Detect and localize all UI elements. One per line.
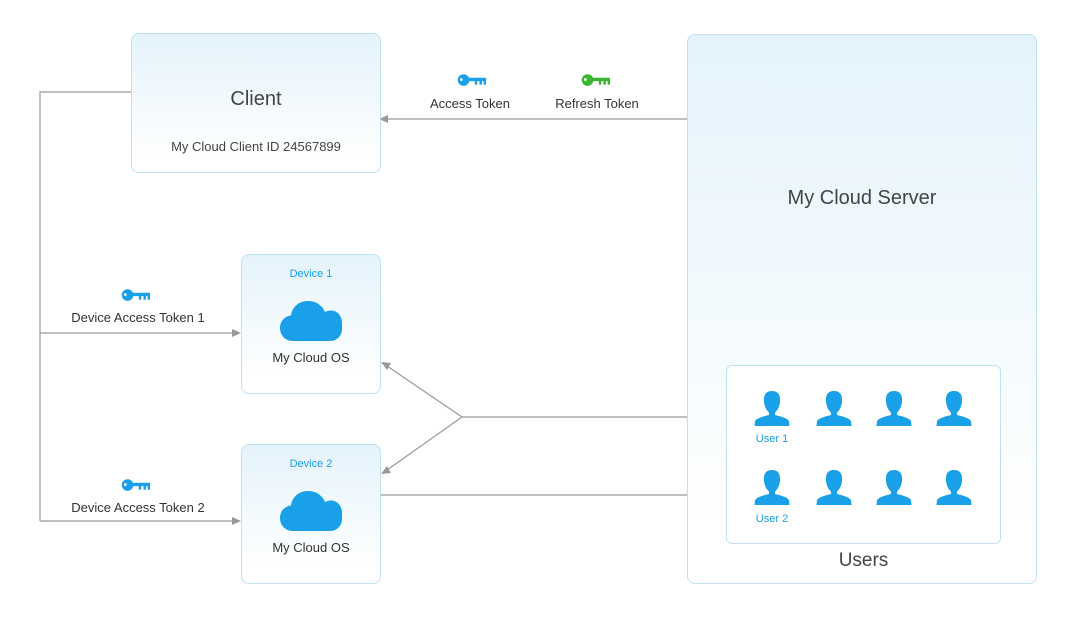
user-icon — [934, 467, 974, 507]
arrow-to-device1 — [381, 362, 391, 370]
client-box — [131, 33, 381, 173]
device-2-cloud-icon — [279, 489, 343, 533]
user-2-icon — [752, 467, 792, 507]
user-2-label: User 2 — [755, 513, 789, 525]
device-2-token-key-icon — [121, 478, 151, 492]
access-token-label: Access Token — [430, 96, 510, 111]
users-title: Users — [838, 550, 889, 571]
device-1-cloud-icon — [279, 299, 343, 343]
arrow-device2-token — [232, 517, 241, 525]
client-to-devices-line — [39, 91, 131, 521]
server-title: My Cloud Server — [787, 187, 937, 209]
refresh-token-key-icon — [581, 73, 611, 87]
device-1-title: Device 1 — [289, 268, 333, 280]
device-2-os: My Cloud OS — [272, 540, 350, 555]
arrow-to-device2 — [381, 466, 391, 474]
user-1-icon — [752, 388, 792, 428]
device-1-token-label: Device Access Token 1 — [71, 310, 205, 325]
device-1-os: My Cloud OS — [272, 350, 350, 365]
user-icon — [874, 388, 914, 428]
arrow-device1-token — [232, 329, 241, 337]
refresh-token-label: Refresh Token — [555, 96, 639, 111]
user-icon — [814, 467, 854, 507]
user-icon — [814, 388, 854, 428]
device-1-token-key-icon — [121, 288, 151, 302]
client-title: Client — [230, 88, 282, 110]
access-token-key-icon — [457, 73, 487, 87]
device-2-title: Device 2 — [289, 458, 333, 470]
user-1-label: User 1 — [755, 433, 789, 445]
device-2-token-label: Device Access Token 2 — [71, 500, 205, 515]
client-id: My Cloud Client ID 24567899 — [171, 139, 341, 154]
junction-to-device2-line — [386, 416, 463, 471]
user-icon — [934, 388, 974, 428]
user-icon — [874, 467, 914, 507]
arrow-to-client — [379, 115, 388, 123]
junction-to-device1-line — [386, 365, 463, 418]
